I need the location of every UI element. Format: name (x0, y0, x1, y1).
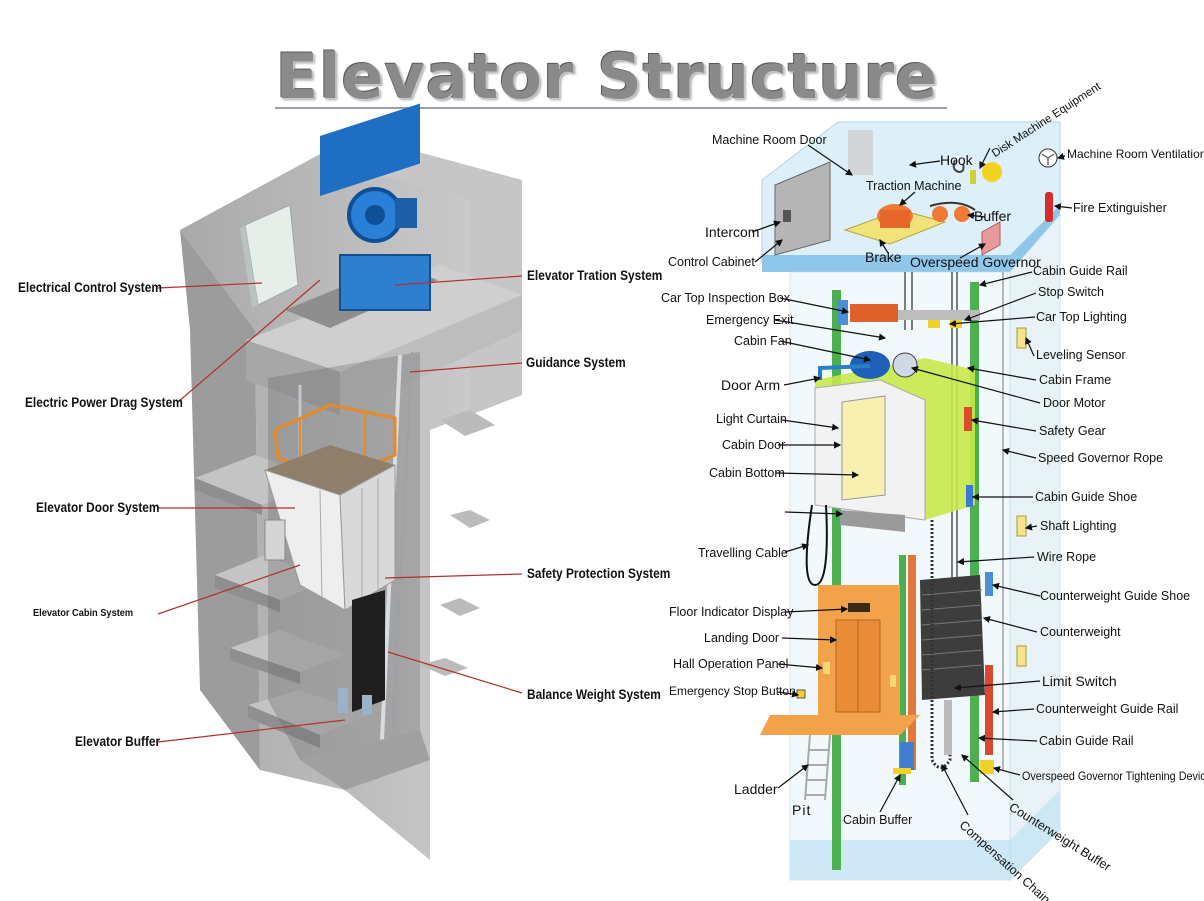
label-electrical-control-system: Electrical Control System (18, 280, 162, 295)
label-hook: Hook (940, 152, 973, 168)
label-overspeed-governor: Overspeed Governor (910, 254, 1041, 270)
label-travelling-cable: Travelling Cable (698, 546, 788, 560)
label-buffer: Buffer (974, 208, 1012, 224)
label-safety-protection-system: Safety Protection System (527, 566, 671, 581)
label-fire-extinguisher: Fire Extinguisher (1073, 201, 1167, 215)
label-cabin-bottom: Cabin Bottom (709, 466, 785, 480)
label-balance-weight-system: Balance Weight System (527, 687, 661, 702)
label-cabin-buffer: Cabin Buffer (843, 813, 913, 827)
label-cabin-guide-rail-top: Cabin Guide Rail (1033, 264, 1128, 278)
label-counterweight-guide-shoe: Counterweight Guide Shoe (1040, 589, 1191, 603)
label-car-top-lighting: Car Top Lighting (1036, 310, 1127, 324)
label-machine-room-ventilation: Machine Room Ventilation (1067, 147, 1204, 161)
label-counterweight: Counterweight (1040, 625, 1121, 639)
label-traction-machine: Traction Machine (866, 179, 962, 193)
label-elevator-buffer: Elevator Buffer (75, 734, 161, 749)
label-safety-gear: Safety Gear (1039, 424, 1106, 438)
label-hall-operation-panel: Hall Operation Panel (673, 657, 789, 671)
label-machine-room-door: Machine Room Door (712, 133, 827, 147)
label-cabin-guide-shoe: Cabin Guide Shoe (1035, 490, 1138, 504)
label-leveling-sensor: Leveling Sensor (1036, 348, 1126, 362)
label-speed-governor-rope: Speed Governor Rope (1038, 451, 1164, 465)
label-floor-indicator-display: Floor Indicator Display (669, 605, 794, 619)
label-overspeed-governor-tightening-device: Overspeed Governor Tightening Device (1022, 769, 1204, 783)
label-door-arm: Door Arm (721, 377, 781, 393)
label-stop-switch: Stop Switch (1038, 285, 1105, 299)
label-electric-power-drag-system: Electric Power Drag System (25, 395, 183, 410)
label-cabin-door: Cabin Door (722, 438, 786, 452)
label-control-cabinet: Control Cabinet (668, 255, 755, 269)
label-shaft-lighting: Shaft Lighting (1040, 519, 1117, 533)
label-brake: Brake (865, 249, 902, 265)
label-emergency-stop-button: Emergency Stop Button (669, 684, 796, 698)
label-elevator-door-system: Elevator Door System (36, 500, 160, 515)
label-counterweight-guide-rail: Counterweight Guide Rail (1036, 702, 1179, 716)
label-elevator-cabin-system: Elevator Cabin System (33, 607, 134, 619)
label-car-top-inspection-box: Car Top Inspection Box (661, 291, 791, 305)
title-underline (275, 107, 947, 109)
label-intercom: Intercom (705, 224, 760, 240)
label-door-motor: Door Motor (1043, 396, 1106, 410)
label-landing-door: Landing Door (704, 631, 780, 645)
label-emergency-exit: Emergency Exit (706, 313, 794, 327)
label-cabin-fan: Cabin Fan (734, 334, 792, 348)
label-ladder: Ladder (734, 781, 778, 797)
label-light-curtain: Light Curtain (716, 412, 787, 426)
label-pit: Pit (792, 802, 812, 818)
label-cabin-guide-rail-bottom: Cabin Guide Rail (1039, 734, 1134, 748)
label-wire-rope: Wire Rope (1037, 550, 1097, 564)
label-guidance-system: Guidance System (526, 355, 626, 370)
diagram-title: Elevator Structure (275, 40, 939, 113)
label-elevator-traction-system: Elevator Tration System (527, 268, 663, 283)
label-cabin-frame: Cabin Frame (1039, 373, 1112, 387)
label-limit-switch: Limit Switch (1042, 673, 1117, 689)
